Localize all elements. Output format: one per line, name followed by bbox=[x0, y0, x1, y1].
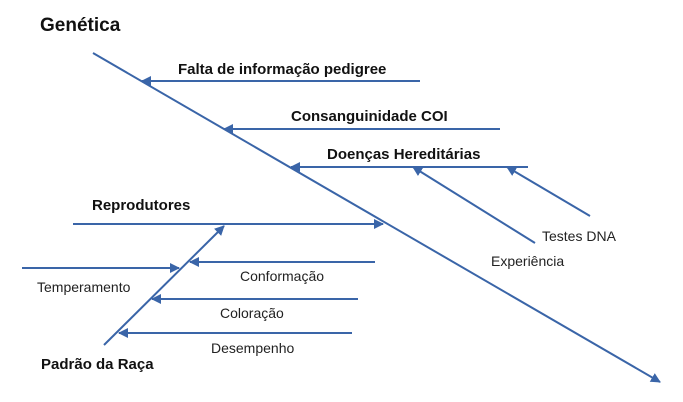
subcause-performance-label: Desempenho bbox=[211, 340, 294, 356]
subcause-conformation-label: Conformação bbox=[240, 268, 324, 284]
cause-pedigree-label: Falta de informação pedigree bbox=[178, 61, 386, 78]
subcause-experience-label: Experiência bbox=[491, 253, 564, 269]
subcause-coloration-label: Coloração bbox=[220, 305, 284, 321]
cause-coi-label: Consanguinidade COI bbox=[291, 108, 448, 125]
subcause-dna-label: Testes DNA bbox=[542, 228, 617, 244]
cause-hereditary-label: Doenças Hereditárias bbox=[327, 146, 480, 163]
cause-breed-standard-label: Padrão da Raça bbox=[41, 356, 154, 373]
subbranch-dna-arrow bbox=[506, 166, 591, 217]
subbranch-experience-arrow bbox=[412, 166, 536, 244]
cause-breeders-label: Reprodutores bbox=[92, 197, 190, 214]
spine-arrow bbox=[92, 52, 661, 383]
subcause-temperament-label: Temperamento bbox=[37, 279, 131, 295]
branch-breed-standard-arrow bbox=[103, 225, 225, 346]
diagram-title: Genética bbox=[40, 15, 121, 36]
